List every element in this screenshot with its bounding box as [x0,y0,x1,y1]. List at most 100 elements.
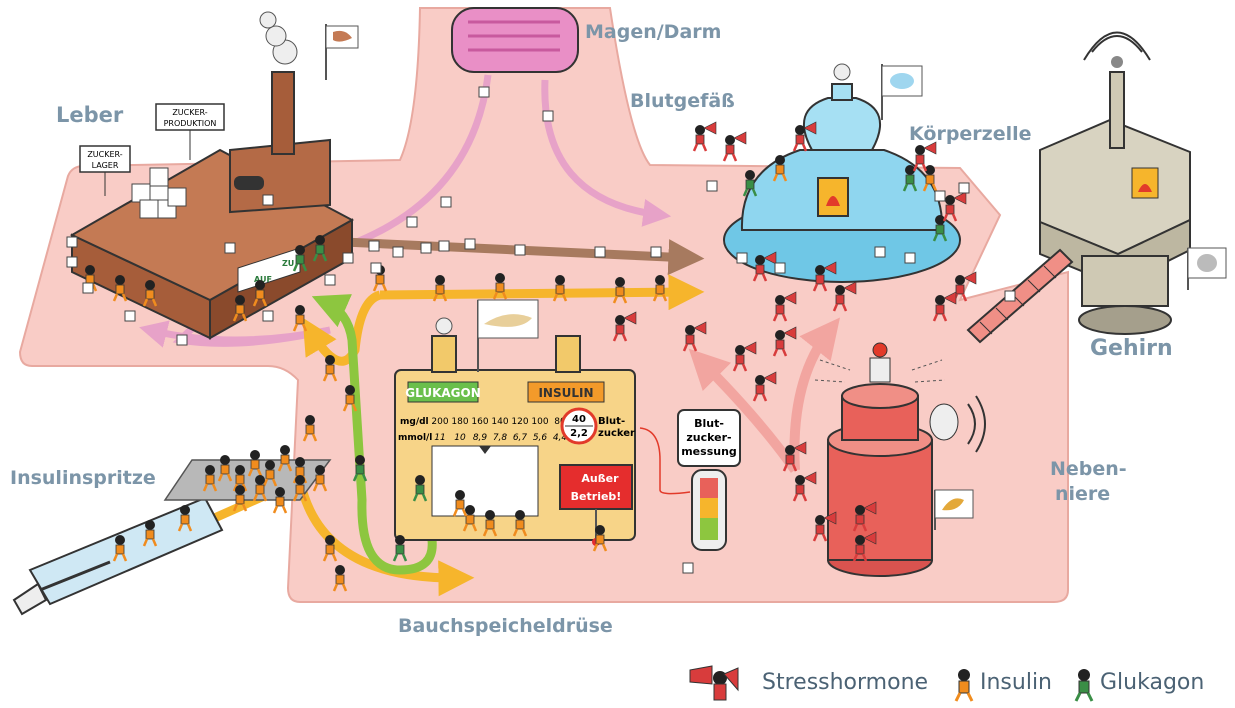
out-of-order-line2: Betrieb! [571,490,622,503]
sign-auf: AUF [254,275,272,284]
stress-figure [682,321,707,352]
out-of-order-sign: Außer Betrieb! [559,464,633,546]
sugar-cube [958,182,970,194]
insulin-figure [302,415,318,442]
magen-darm-organ [451,7,579,73]
label-magen-darm: Magen/Darm [585,21,721,43]
stress-figure [732,341,757,372]
sign-produktion-line1: ZUCKER- [172,108,207,117]
sugar-cube [262,310,274,322]
sugar-cube [904,252,916,264]
insulin-figure [552,275,568,302]
sugar-cube [464,238,476,250]
gauge-value-top: 40 [572,414,586,425]
label-koerperzelle: Körperzelle [909,123,1032,145]
sugar-cube [224,242,236,254]
sugar-cube [438,240,450,252]
stress-figure [832,281,857,312]
sign-zucker-produktion: ZUCKER- PRODUKTION [155,103,225,160]
insulin-figure [112,535,128,562]
glukagon-figure [352,455,368,482]
legend: Stresshormone Insulin Glukagon [680,664,1220,704]
legend-stress-label: Stresshormone [762,670,929,695]
insulin-figure [247,450,263,477]
sugar-cube [342,252,354,264]
insulin-figure [272,487,288,514]
glukagon-figure-icon [1074,669,1094,702]
unit-mgdl: mg/dl [400,417,429,427]
sugar-cube [66,236,78,248]
label-bauchspeicheldruese: Bauchspeicheldrüse [398,615,613,637]
mmol-tick: 7,8 [493,433,508,443]
gauge-label-line1: Blut- [598,416,625,427]
blood-sugar-meter: Blut- zucker- messung [639,409,741,551]
glukagon-figure [412,475,428,502]
sign-produktion-line2: PRODUKTION [164,119,217,128]
mgdl-tick: 120 [511,417,528,427]
glukagon-figure [292,245,308,272]
insulin-figure-icon [954,669,974,702]
hormone-figures [82,121,977,592]
sign-zucker-lager: ZUCKER- LAGER [79,145,131,196]
gauge-value-bottom: 2,2 [570,428,588,439]
label-nebenniere-line1: Neben- [1050,458,1127,480]
stress-figure [772,291,797,322]
mgdl-tick: 100 [531,417,548,427]
stress-figure [812,261,837,292]
stress-hormone-icon [689,665,739,701]
sugar-cube [324,274,336,286]
sugar-cube [542,110,554,122]
insulin-figure [232,295,248,322]
sugar-cube [392,246,404,258]
brain-ladder [966,248,1074,344]
label-leber: Leber [56,103,124,127]
glukagon-figure [932,215,948,242]
insulin-figure [342,385,358,412]
insulin-figure [202,465,218,492]
sugar-cube [368,240,380,252]
messung-line1: Blut- [694,417,724,430]
insulin-figure [177,505,193,532]
sign-auf-zu: AUF ZU [237,247,301,293]
sugar-cubes-stack [131,167,187,219]
sugar-flow-liver-cell [299,235,705,276]
mmol-tick: 8,9 [473,433,488,443]
insulin-figure [277,445,293,472]
label-blutgefaess: Blutgefäß [630,90,735,112]
mgdl-tick: 140 [491,417,508,427]
stress-figure [772,326,797,357]
stress-figure [612,311,637,342]
sugar-cube [82,282,94,294]
stress-figure [852,501,877,532]
sugar-cube [406,216,418,228]
insulin-figure [292,475,308,502]
stress-figure [932,291,957,322]
messung-line3: messung [681,445,737,458]
body-cell-dome [723,63,961,283]
insulin-flow-bottom [295,479,475,597]
out-of-order-line1: Außer [581,472,619,485]
sign-zu: ZU [282,259,294,268]
messung-line2: zucker- [686,431,731,444]
insulin-figure [112,275,128,302]
sugar-cube [176,334,188,346]
brain-station [1039,31,1227,335]
mmol-tick: 6,7 [513,433,528,443]
insulin-figure [142,280,158,307]
panel-glukagon-label: GLUKAGON [405,386,481,400]
insulin-figure [232,465,248,492]
stress-figure [912,141,937,172]
sugar-cube [440,196,452,208]
stress-figure [752,251,777,282]
sugar-cube [774,262,786,274]
legend-glukagon-label: Glukagon [1100,670,1205,695]
unit-mmol: mmol/l [398,433,432,443]
legend-insulin-label: Insulin [980,670,1053,695]
sign-lager-line1: ZUCKER- [87,150,122,159]
mmol-tick: 11 [434,433,445,443]
panel-insulin-label: INSULIN [538,386,593,400]
